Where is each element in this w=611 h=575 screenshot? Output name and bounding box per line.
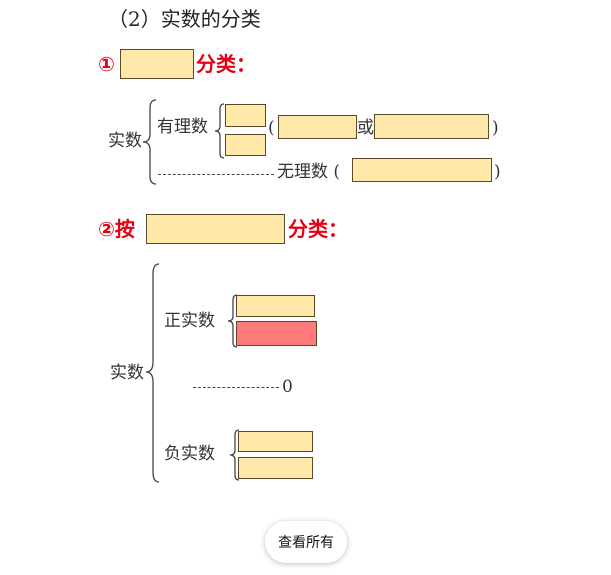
part2-blank-negative-1[interactable] bbox=[238, 431, 313, 452]
part1-big-brace bbox=[142, 99, 157, 185]
part2-dashed-line bbox=[193, 387, 279, 388]
part1-blank-form-1[interactable] bbox=[278, 115, 357, 139]
part2-negative-label: 负实数 bbox=[164, 444, 215, 464]
part1-blank-rational-2[interactable] bbox=[225, 134, 266, 156]
part2-big-brace bbox=[145, 263, 160, 483]
part2-blank-positive-2-highlighted[interactable] bbox=[236, 321, 317, 346]
section-title: （2）实数的分类 bbox=[108, 7, 261, 31]
part1-paren-open: ( bbox=[268, 118, 275, 138]
part2-positive-label: 正实数 bbox=[164, 311, 215, 331]
part2-root-label: 实数 bbox=[110, 363, 144, 383]
part2-suffix: 分类： bbox=[288, 217, 348, 241]
part1-dashed-line bbox=[158, 174, 274, 175]
part1-paren-close: ) bbox=[492, 118, 499, 138]
part2-zero-label: 0 bbox=[282, 377, 293, 397]
part1-small-brace bbox=[214, 103, 225, 159]
part1-irrational-label: 无理数 ( bbox=[277, 162, 341, 182]
part2-blank-criterion[interactable] bbox=[146, 214, 285, 244]
part2-blank-positive-1[interactable] bbox=[236, 295, 315, 317]
part1-irrational-close: ) bbox=[494, 162, 501, 182]
part1-rational-label: 有理数 bbox=[157, 117, 208, 137]
part1-or-text: 或 bbox=[357, 118, 374, 138]
view-all-button[interactable]: 查看所有 bbox=[265, 521, 347, 563]
part1-blank-irrational[interactable] bbox=[352, 158, 492, 182]
part1-root-label: 实数 bbox=[108, 131, 142, 151]
part2-marker: ②按 bbox=[98, 217, 135, 241]
part1-blank-rational-1[interactable] bbox=[225, 104, 266, 127]
part2-blank-negative-2[interactable] bbox=[238, 457, 313, 479]
part2-positive-brace bbox=[227, 294, 238, 348]
part1-blank-criterion[interactable] bbox=[120, 49, 194, 79]
part1-blank-form-2[interactable] bbox=[374, 114, 489, 139]
part1-suffix: 分类： bbox=[196, 52, 256, 76]
part1-marker: ① bbox=[98, 52, 115, 76]
part2-negative-brace bbox=[229, 429, 240, 481]
